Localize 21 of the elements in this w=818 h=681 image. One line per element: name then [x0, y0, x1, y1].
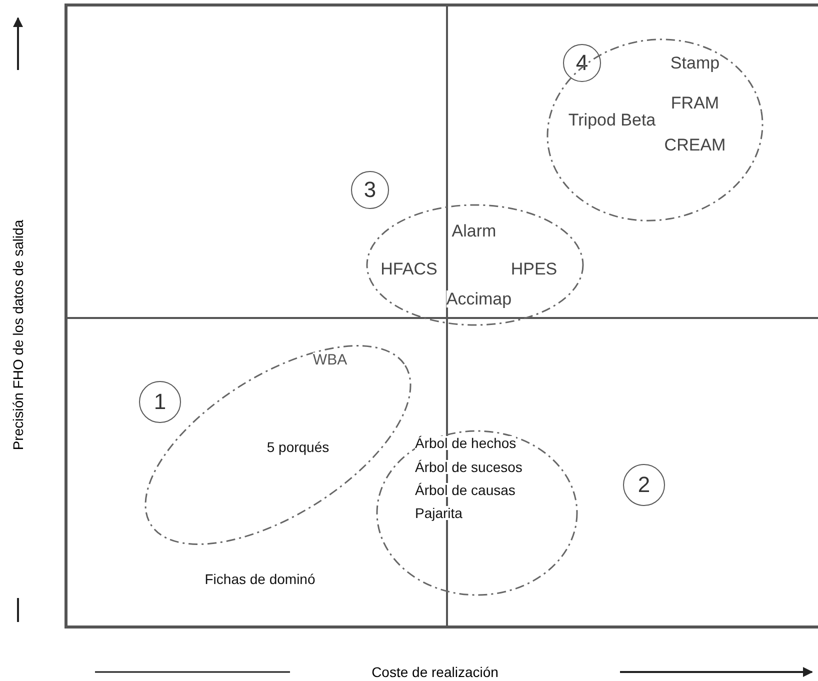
method-label: Stamp	[670, 54, 720, 72]
group-number-circle: 1	[139, 381, 181, 423]
method-label: WBA	[312, 352, 348, 368]
method-label: Tripod Beta	[568, 112, 656, 128]
method-label: Accimap	[446, 290, 512, 308]
method-label: CREAM	[664, 136, 726, 154]
method-label: 5 porqués	[266, 440, 330, 454]
axis-title: Coste de realización	[372, 665, 498, 679]
method-label: Alarm	[452, 222, 496, 240]
method-label: Árbol de hechos	[415, 436, 516, 450]
group-number-circle: 2	[623, 464, 665, 506]
method-label: FRAM	[670, 94, 720, 112]
method-label: Fichas de dominó	[204, 572, 316, 586]
axis-title: Precisión FHO de los datos de salida	[11, 220, 25, 450]
method-label: HPES	[510, 260, 558, 278]
group-number-circle: 3	[351, 171, 389, 209]
group-number-circle: 4	[563, 44, 601, 82]
method-label: Árbol de sucesos	[415, 460, 522, 474]
method-label: Árbol de causas	[415, 483, 516, 497]
method-label: Pajarita	[415, 506, 462, 520]
method-label: HFACS	[380, 260, 438, 278]
